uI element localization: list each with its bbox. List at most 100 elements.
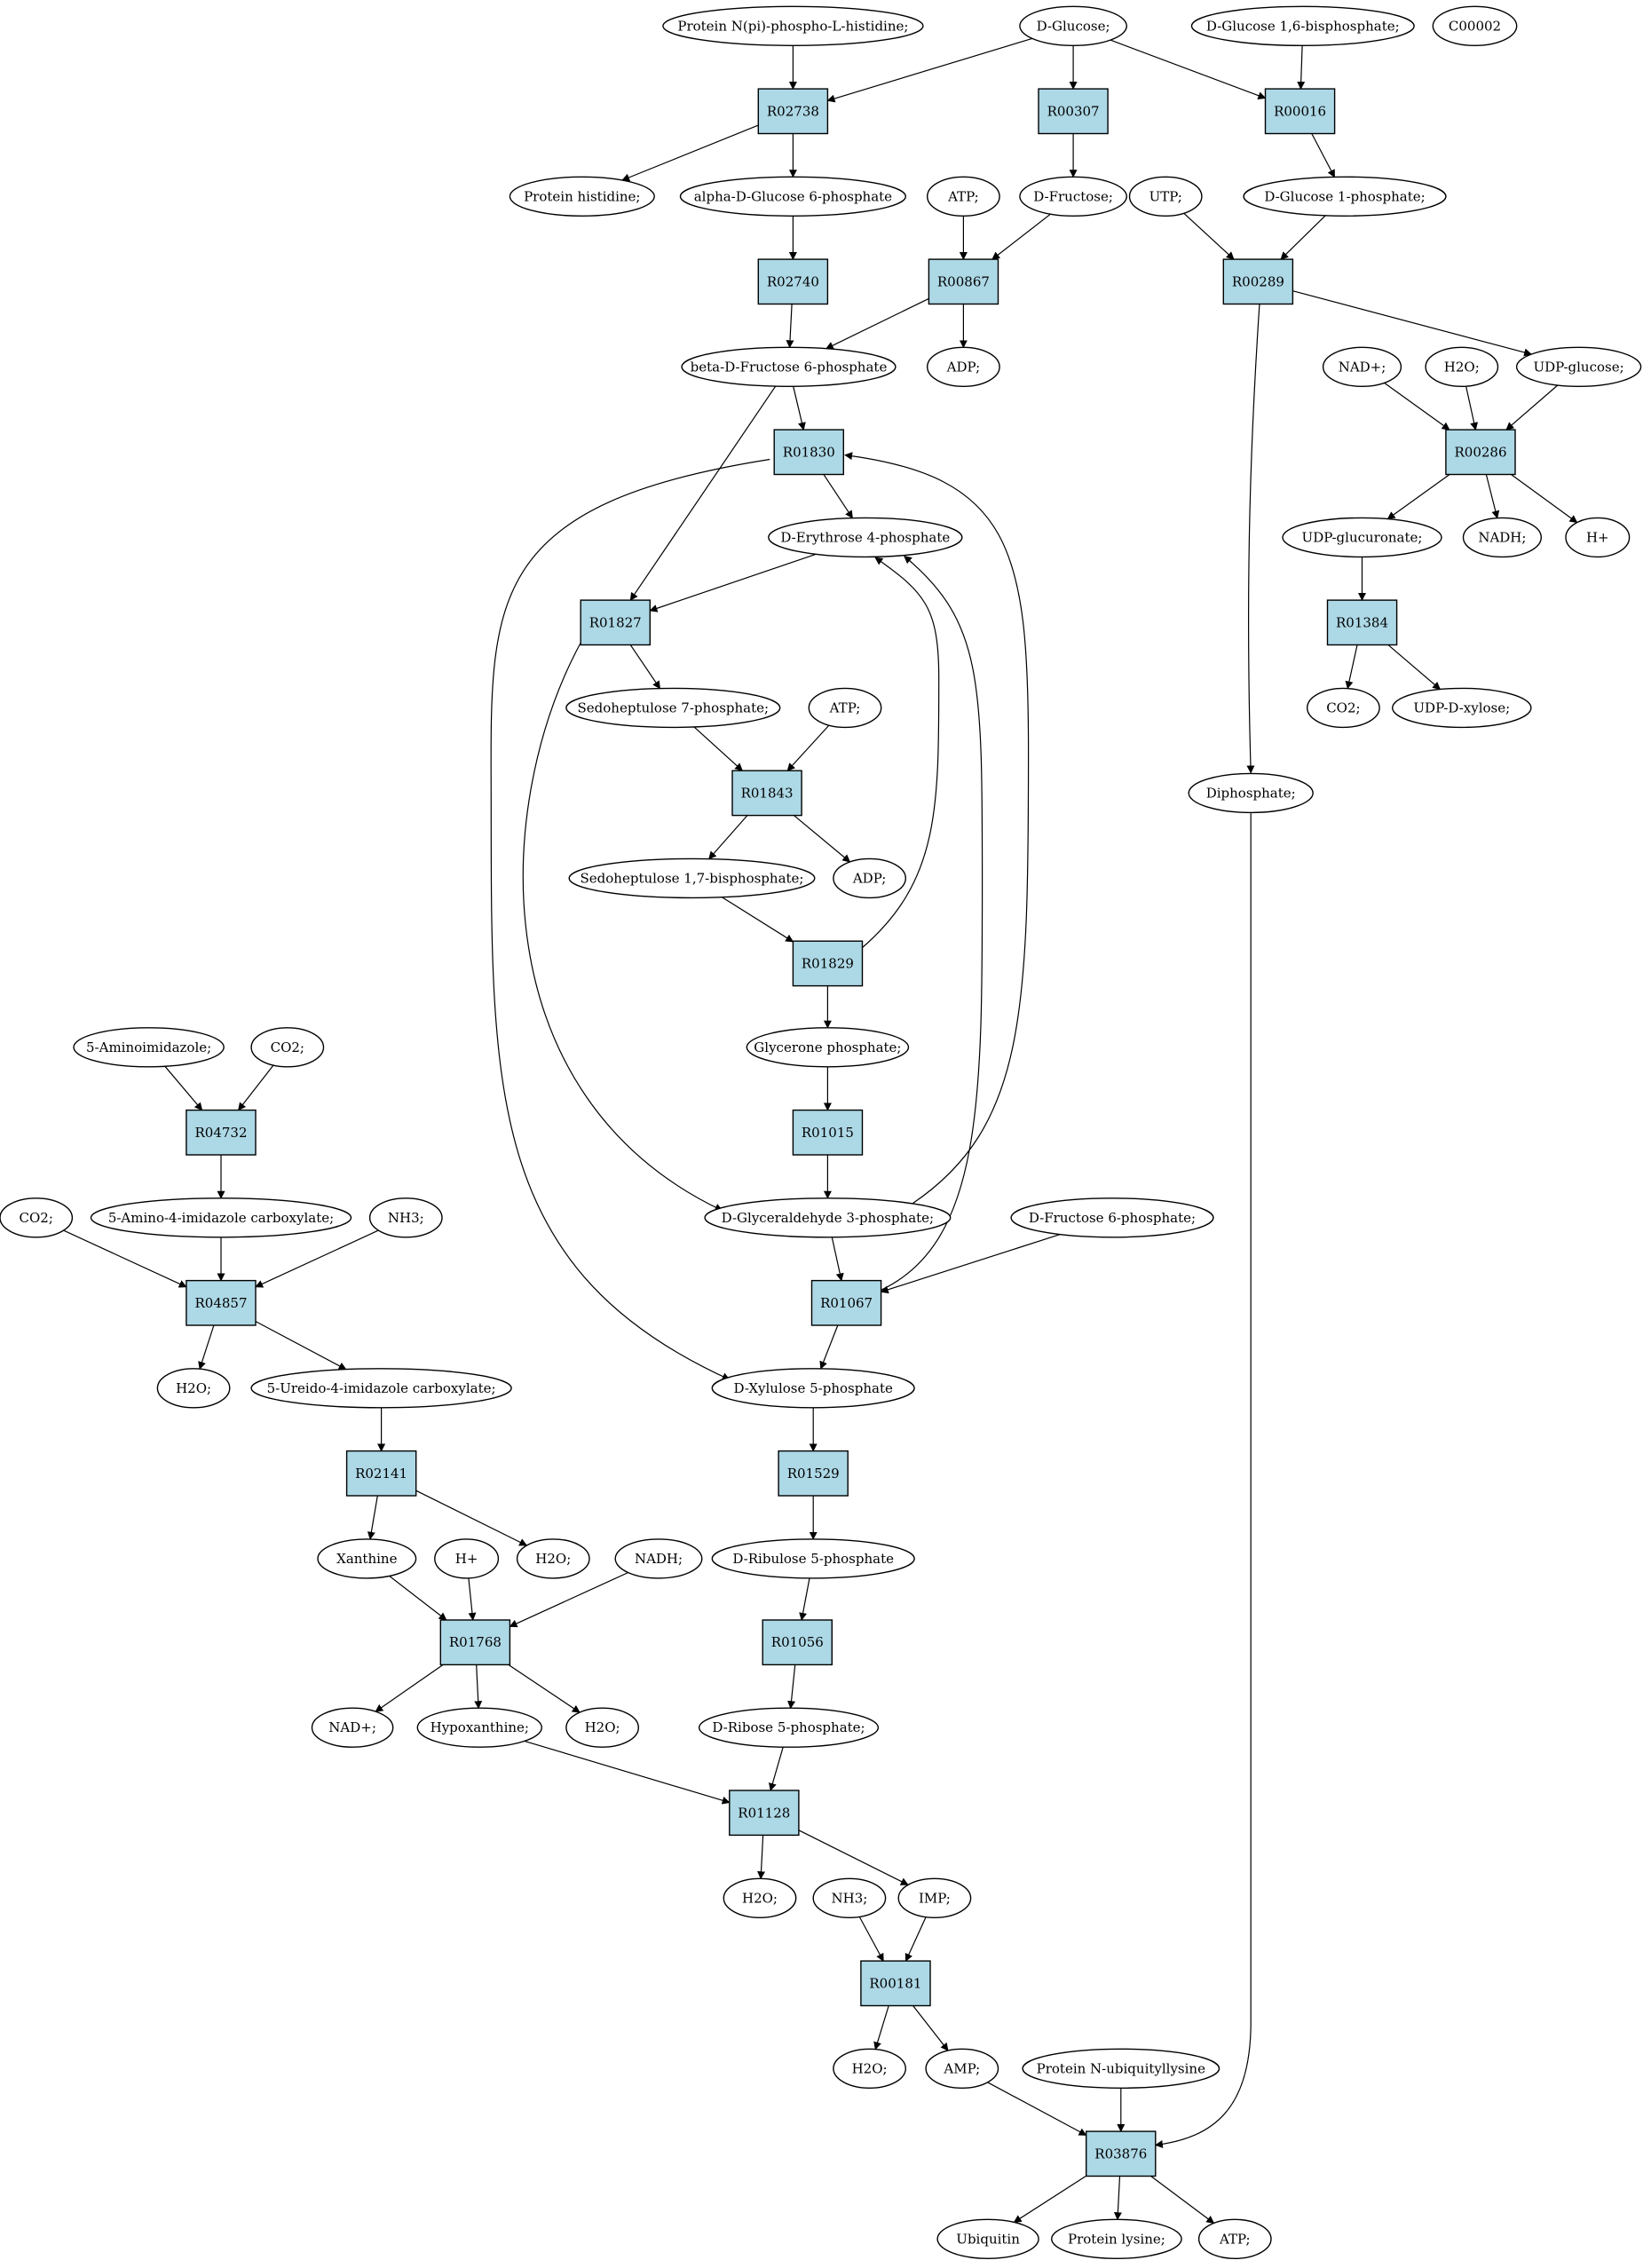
reaction-node-R04857[interactable]: R04857 xyxy=(186,1279,257,1326)
compound-node-c_s7p[interactable]: Sedoheptulose 7-phosphate; xyxy=(565,687,781,729)
compound-node-c_dg3p[interactable]: D-Glyceraldehyde 3-phosphate; xyxy=(704,1197,952,1238)
edge-R00181-to-c_h2o_e xyxy=(873,2005,889,2051)
compound-node-c_dg16bp[interactable]: D-Glucose 1,6-bisphosphate; xyxy=(1190,5,1415,46)
compound-node-c_co2_a[interactable]: CO2; xyxy=(250,1027,325,1068)
reaction-node-R01830[interactable]: R01830 xyxy=(773,429,845,476)
compound-node-c_udpglcua[interactable]: UDP-glucuronate; xyxy=(1282,517,1442,558)
compound-node-c_co2_right[interactable]: CO2; xyxy=(1307,687,1380,729)
edge-c_xanthine-to-R01768 xyxy=(389,1575,447,1621)
compound-node-c_atp2[interactable]: ATP; xyxy=(808,687,882,729)
compound-label: AMP; xyxy=(943,2060,980,2076)
reaction-node-R01128[interactable]: R01128 xyxy=(729,1790,800,1837)
compound-node-c_udpxyl[interactable]: UDP-D-xylose; xyxy=(1392,687,1532,729)
edge-R02740-to-c_bdf6p xyxy=(786,304,794,349)
compound-node-c_h2o_a[interactable]: H2O; xyxy=(156,1368,231,1409)
edge-R01128-to-c_h2o_d xyxy=(757,1835,766,1880)
edge-R01768-to-c_hypox xyxy=(474,1664,483,1710)
compound-node-c_atp1[interactable]: ATP; xyxy=(927,176,1000,217)
reaction-node-R01067[interactable]: R01067 xyxy=(810,1279,882,1326)
compound-node-c_bdf6p[interactable]: beta-D-Fructose 6-phosphate xyxy=(681,346,897,387)
compound-node-c_de4p[interactable]: D-Erythrose 4-phosphate xyxy=(768,517,963,558)
compound-node-c_imp[interactable]: IMP; xyxy=(897,1877,972,1919)
reaction-node-R04732[interactable]: R04732 xyxy=(186,1109,257,1156)
compound-node-c_s17bp[interactable]: Sedoheptulose 1,7-bisphosphate; xyxy=(568,857,816,899)
compound-node-c_pnul[interactable]: Protein N-ubiquityllysine xyxy=(1022,2048,1220,2090)
compound-node-c_h2o_e[interactable]: H2O; xyxy=(833,2048,906,2090)
compound-node-c_atp3[interactable]: ATP; xyxy=(1197,2218,1272,2260)
compound-node-c_diphos[interactable]: Diphosphate; xyxy=(1188,772,1314,814)
compound-node-c_co2_b[interactable]: CO2; xyxy=(0,1197,74,1238)
edge-c_dg16bp-to-R00016 xyxy=(1297,45,1306,90)
compound-ellipse xyxy=(808,687,882,729)
reaction-node-R00016[interactable]: R00016 xyxy=(1264,88,1336,135)
compound-ellipse xyxy=(1282,517,1442,558)
reaction-node-R00307[interactable]: R00307 xyxy=(1038,88,1109,135)
compound-node-c_c00002[interactable]: C00002 xyxy=(1432,5,1518,46)
compound-node-c_hplus_top[interactable]: H+ xyxy=(1565,517,1631,558)
compound-node-c_5a4ic[interactable]: 5-Amino-4-imidazole carboxylate; xyxy=(90,1197,352,1238)
compound-node-c_xanthine[interactable]: Xanthine xyxy=(317,1538,417,1579)
compound-node-c_ag6p[interactable]: alpha-D-Glucose 6-phosphate xyxy=(679,176,907,217)
compound-node-c_nh3_b[interactable]: NH3; xyxy=(812,1877,887,1919)
compound-node-c_utp[interactable]: UTP; xyxy=(1128,176,1203,217)
compound-node-c_adp1[interactable]: ADP; xyxy=(927,346,1000,387)
compound-label: UDP-glucuronate; xyxy=(1302,529,1423,545)
compound-node-c_udpglc[interactable]: UDP-glucose; xyxy=(1515,346,1642,387)
compound-ellipse xyxy=(936,2218,1039,2260)
reaction-node-R01015[interactable]: R01015 xyxy=(792,1109,864,1156)
compound-node-c_protein_nph[interactable]: Protein N(pi)-phospho-L-histidine; xyxy=(662,5,924,46)
compound-label: 5-Ureido-4-imidazole carboxylate; xyxy=(267,1380,496,1396)
compound-node-c_hplus_b[interactable]: H+ xyxy=(434,1538,500,1579)
compound-node-c_dg1p[interactable]: D-Glucose 1-phosphate; xyxy=(1243,176,1447,217)
compound-ellipse xyxy=(1243,176,1447,217)
compound-node-c_nadh_b[interactable]: NADH; xyxy=(614,1538,703,1579)
reaction-node-R02738[interactable]: R02738 xyxy=(757,88,829,135)
compound-node-c_5ai[interactable]: 5-Aminoimidazole; xyxy=(73,1027,225,1068)
compound-node-c_h2o_d[interactable]: H2O; xyxy=(723,1877,797,1919)
reaction-node-R00289[interactable]: R00289 xyxy=(1222,258,1294,305)
compound-node-c_dr5p[interactable]: D-Ribose 5-phosphate; xyxy=(698,1707,880,1748)
reaction-node-R02141[interactable]: R02141 xyxy=(345,1450,417,1497)
reaction-node-R01529[interactable]: R01529 xyxy=(778,1450,849,1497)
compound-node-c_5u4ic[interactable]: 5-Ureido-4-imidazole carboxylate; xyxy=(250,1368,512,1409)
compound-node-c_dfructose[interactable]: D-Fructose; xyxy=(1019,176,1128,217)
compound-node-c_ubiquitin[interactable]: Ubiquitin xyxy=(936,2218,1039,2260)
compound-ellipse xyxy=(812,1877,887,1919)
reaction-node-R00867[interactable]: R00867 xyxy=(928,258,999,305)
compound-node-c_dru5p[interactable]: D-Ribulose 5-phosphate xyxy=(711,1538,915,1579)
compound-node-c_nad_top[interactable]: NAD+; xyxy=(1322,346,1402,387)
reaction-box xyxy=(1222,258,1294,305)
reaction-node-R01384[interactable]: R01384 xyxy=(1326,599,1398,646)
compound-node-c_hypox[interactable]: Hypoxanthine; xyxy=(416,1707,542,1748)
compound-node-c_nh3_a[interactable]: NH3; xyxy=(368,1197,443,1238)
compound-node-c_adp2[interactable]: ADP; xyxy=(833,857,906,899)
reaction-box xyxy=(1038,88,1109,135)
reaction-node-R02740[interactable]: R02740 xyxy=(757,258,829,305)
reaction-node-R01827[interactable]: R01827 xyxy=(580,599,652,646)
reaction-node-R01056[interactable]: R01056 xyxy=(762,1619,833,1666)
reaction-node-R01768[interactable]: R01768 xyxy=(439,1619,511,1666)
reaction-box xyxy=(186,1279,257,1326)
compound-node-c_nad_b[interactable]: NAD+; xyxy=(311,1707,394,1748)
edge-c_dg3p-to-R01067 xyxy=(831,1237,844,1282)
compound-node-c_h2o_b[interactable]: H2O; xyxy=(516,1538,590,1579)
compound-node-c_df6p[interactable]: D-Fructose 6-phosphate; xyxy=(1010,1197,1214,1238)
compound-ellipse xyxy=(509,176,655,217)
reaction-node-R01843[interactable]: R01843 xyxy=(731,770,802,817)
compound-node-c_h2o_top[interactable]: H2O; xyxy=(1425,346,1499,387)
compound-node-c_prot_lys[interactable]: Protein lysine; xyxy=(1051,2218,1182,2260)
compound-node-c_dglucose[interactable]: D-Glucose; xyxy=(1019,5,1128,46)
reaction-node-R00181[interactable]: R00181 xyxy=(860,1960,931,2007)
compound-node-c_h2o_c[interactable]: H2O; xyxy=(565,1707,639,1748)
compound-node-c_dx5p[interactable]: D-Xylulose 5-phosphate xyxy=(711,1368,915,1409)
reaction-node-R00286[interactable]: R00286 xyxy=(1445,429,1516,476)
reaction-label: R02738 xyxy=(767,103,819,119)
compound-node-c_prot_his[interactable]: Protein histidine; xyxy=(509,176,655,217)
compound-node-c_nadh_top[interactable]: NADH; xyxy=(1462,517,1543,558)
compound-node-c_glyp[interactable]: Glycerone phosphate; xyxy=(746,1027,910,1068)
compound-node-c_amp[interactable]: AMP; xyxy=(925,2048,999,2090)
reaction-node-R01829[interactable]: R01829 xyxy=(792,940,864,987)
compound-ellipse xyxy=(1190,5,1415,46)
reaction-node-R03876[interactable]: R03876 xyxy=(1085,2130,1157,2177)
